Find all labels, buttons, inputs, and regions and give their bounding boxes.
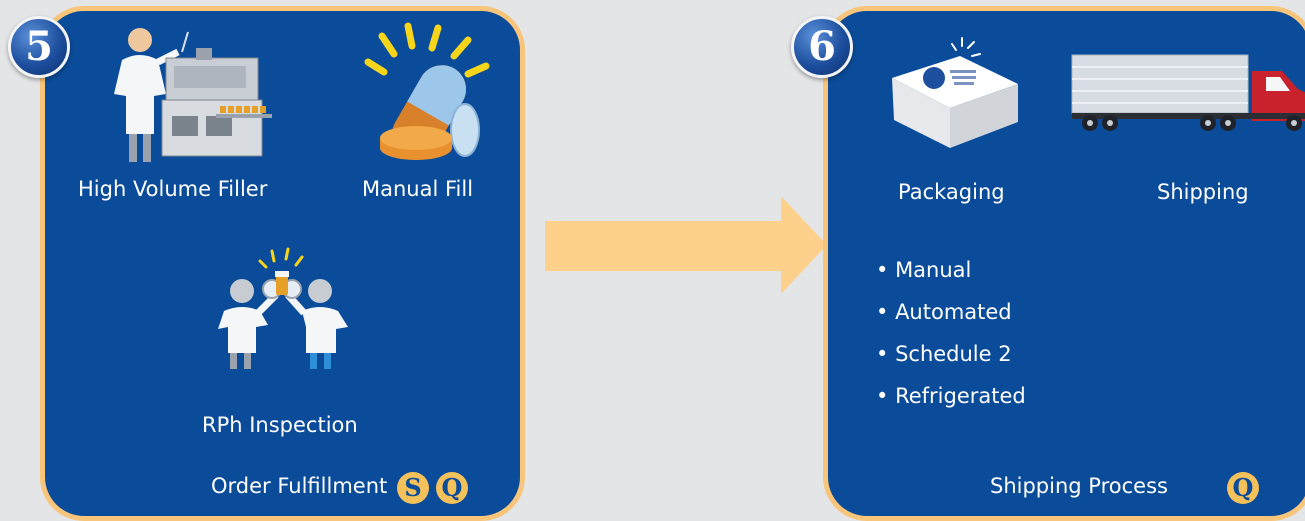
shipping-label: Shipping	[1157, 180, 1249, 204]
packaging-label: Packaging	[898, 180, 1005, 204]
step-5-badge: 5	[8, 16, 70, 78]
list-item: Schedule 2	[876, 339, 1026, 381]
order-fulfillment-title: Order Fulfillment	[211, 474, 388, 498]
capsule-tablets-icon	[364, 22, 490, 160]
delivery-truck-icon	[1071, 54, 1305, 131]
q-badge-icon: Q	[1227, 472, 1259, 504]
packaging-options-list: Manual Automated Schedule 2 Refrigerated	[876, 255, 1026, 423]
pharmacists-inspection-icon	[218, 247, 348, 369]
shipping-process-title: Shipping Process	[990, 474, 1168, 498]
high-volume-filler-label: High Volume Filler	[78, 177, 268, 201]
q-badge-icon: Q	[436, 472, 468, 504]
list-item: Manual	[876, 255, 1026, 297]
rph-inspection-label: RPh Inspection	[202, 413, 358, 437]
list-item: Refrigerated	[876, 381, 1026, 423]
flow-arrow	[545, 196, 827, 294]
s-badge-icon: S	[397, 472, 429, 504]
package-box-icon	[892, 37, 1018, 148]
step-6-badge: 6	[791, 16, 853, 78]
list-item: Automated	[876, 297, 1026, 339]
technician-machine-icon	[114, 28, 272, 162]
manual-fill-label: Manual Fill	[362, 177, 474, 201]
